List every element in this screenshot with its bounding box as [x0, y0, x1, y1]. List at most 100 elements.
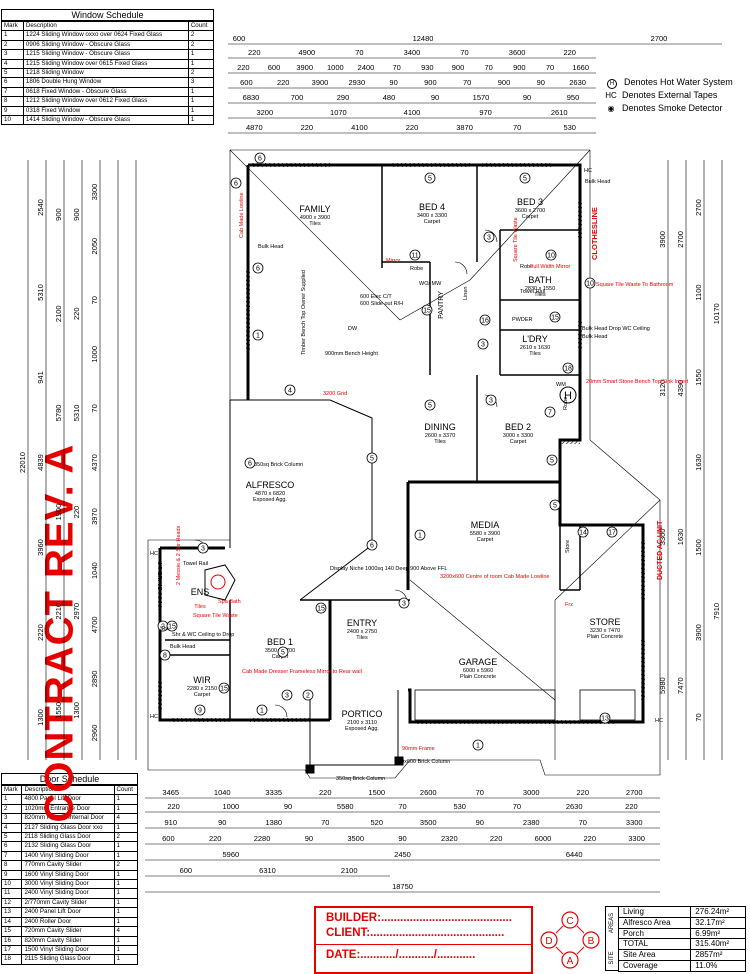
room-size: 2830 x 1550: [525, 286, 555, 292]
top-dimension-value: 220: [237, 63, 250, 72]
bottom-dimension-value: 220: [490, 834, 503, 843]
areas-cell: Coverage: [617, 959, 692, 972]
svg-text:1: 1: [256, 333, 260, 340]
svg-text:5: 5: [553, 503, 557, 510]
external-tap-symbol-icon: HC: [605, 91, 617, 100]
note-external-tap: HC: [584, 168, 592, 174]
window-marker: 5: [424, 172, 436, 184]
door-marker: 16: [479, 314, 491, 326]
top-dimension-value: 1070: [330, 108, 347, 117]
left-dimension-value: 2960: [90, 725, 99, 742]
left-dimension-value: 220: [72, 307, 81, 320]
room-name: GARAGE: [459, 657, 498, 667]
note-smart-stone: 20mm Smart Stone Bench Top/Sink Insert: [586, 379, 689, 385]
areas-cell: 276.24m²: [690, 906, 746, 918]
window-schedule-header: Count: [187, 20, 215, 32]
note-brick-column: 350sq Brick Column: [336, 776, 385, 782]
note-messie-heads: 2 Messie & 2 Shr Heads: [176, 525, 182, 585]
revision-badge: C D B A: [540, 911, 600, 969]
door-schedule-cell: 18: [0, 954, 23, 965]
window-schedule-cell: 1: [187, 115, 215, 126]
bottom-dimension-value: 5960: [222, 850, 239, 859]
door-marker: 15: [315, 602, 327, 614]
top-dimension-value: 2700: [651, 34, 668, 43]
note-shr-wc-ceiling: Shr & WC Ceiling to Drop: [172, 632, 234, 638]
window-schedule-title: Window Schedule: [1, 9, 214, 21]
room-size: 2100 x 3110: [347, 720, 377, 726]
room-finish: Exposed Agg.: [345, 726, 379, 732]
note-brick-column-large: 350x600 Brick Column: [395, 759, 450, 765]
left-dimension-value: 1000: [90, 346, 99, 363]
top-dimension-value: 70: [392, 63, 400, 72]
top-dimension-value: 1660: [572, 63, 589, 72]
window-marker: 7: [544, 406, 556, 418]
room-finish: Carpet: [272, 654, 289, 660]
room-size: 2600 x 3370: [425, 433, 455, 439]
top-dimension-value: 70: [546, 63, 554, 72]
top-dimension-lines: [228, 43, 722, 134]
svg-text:7: 7: [548, 410, 552, 417]
svg-text:5: 5: [550, 458, 554, 465]
room-name: L'DRY: [522, 334, 548, 344]
bottom-dimension-value: 6000: [535, 834, 552, 843]
svg-text:10: 10: [586, 281, 594, 288]
window-marker: 5: [546, 454, 558, 466]
left-dimension-value: 2890: [90, 671, 99, 688]
note-media-cab: 3200x600 Centre of room Cab Made Lowline: [440, 574, 549, 580]
areas-cell: Living: [617, 906, 692, 918]
left-dimension-value: 1300: [72, 702, 81, 719]
top-dimension-value: 950: [567, 93, 580, 102]
top-dimension-value: 3200: [256, 108, 273, 117]
svg-text:15: 15: [551, 315, 559, 322]
left-dimension-value: 3960: [36, 539, 45, 556]
right-dimension-value: 7470: [676, 677, 685, 694]
top-dimension-value: 600: [240, 78, 253, 87]
room-finish: Tiles: [529, 351, 541, 357]
top-dimension-value: 220: [406, 123, 419, 132]
room-name: PORTICO: [342, 709, 383, 719]
bottom-dimension-value: 600: [180, 866, 193, 875]
top-dimension-value: 4870: [246, 123, 263, 132]
top-dimension-value: 2610: [551, 108, 568, 117]
annotations: Bulk Head Bulk Head Robe Robe Linen Robe…: [150, 168, 663, 782]
top-dimension-value: 12480: [413, 34, 434, 43]
bottom-dimension-value: 3300: [628, 834, 645, 843]
window-marker: 8: [159, 649, 171, 661]
note-freezer: Frz: [565, 602, 573, 608]
top-dimension-value: 6830: [243, 93, 260, 102]
bottom-dimension-value: 3300: [626, 818, 643, 827]
note-bulk-head: Bulk Head: [582, 334, 607, 340]
room-name: BATH: [528, 275, 551, 285]
room-finish: Carpet: [194, 692, 211, 698]
areas-cell: 32.17m²: [690, 916, 746, 929]
note-robe: Robe: [520, 264, 533, 270]
bottom-dimension-value: 90: [305, 834, 313, 843]
top-dimension-value: 220: [277, 78, 290, 87]
note-store: Store: [565, 540, 571, 553]
room-finish: Tiles: [194, 604, 206, 610]
note-wo-mw: WO/ MW: [419, 281, 442, 287]
hot-water-symbol-icon: H: [607, 79, 617, 89]
left-dimension-value: 2970: [72, 603, 81, 620]
svg-text:14: 14: [579, 530, 587, 537]
svg-text:4: 4: [288, 388, 292, 395]
svg-text:8: 8: [163, 653, 167, 660]
bottom-dimension-value: 18750: [392, 882, 413, 891]
revision-a: A: [567, 956, 574, 967]
note-cab-made-dresser: Cab Made Dresser Frameless Mirror to Rea…: [242, 669, 362, 675]
note-frame: 90mm Frame: [402, 746, 435, 752]
svg-text:16: 16: [481, 318, 489, 325]
svg-text:2: 2: [161, 624, 165, 631]
left-dimension-value: 220: [72, 506, 81, 519]
bottom-dimension-value: 2100: [341, 866, 358, 875]
bottom-dimension-value: 2700: [626, 788, 643, 797]
